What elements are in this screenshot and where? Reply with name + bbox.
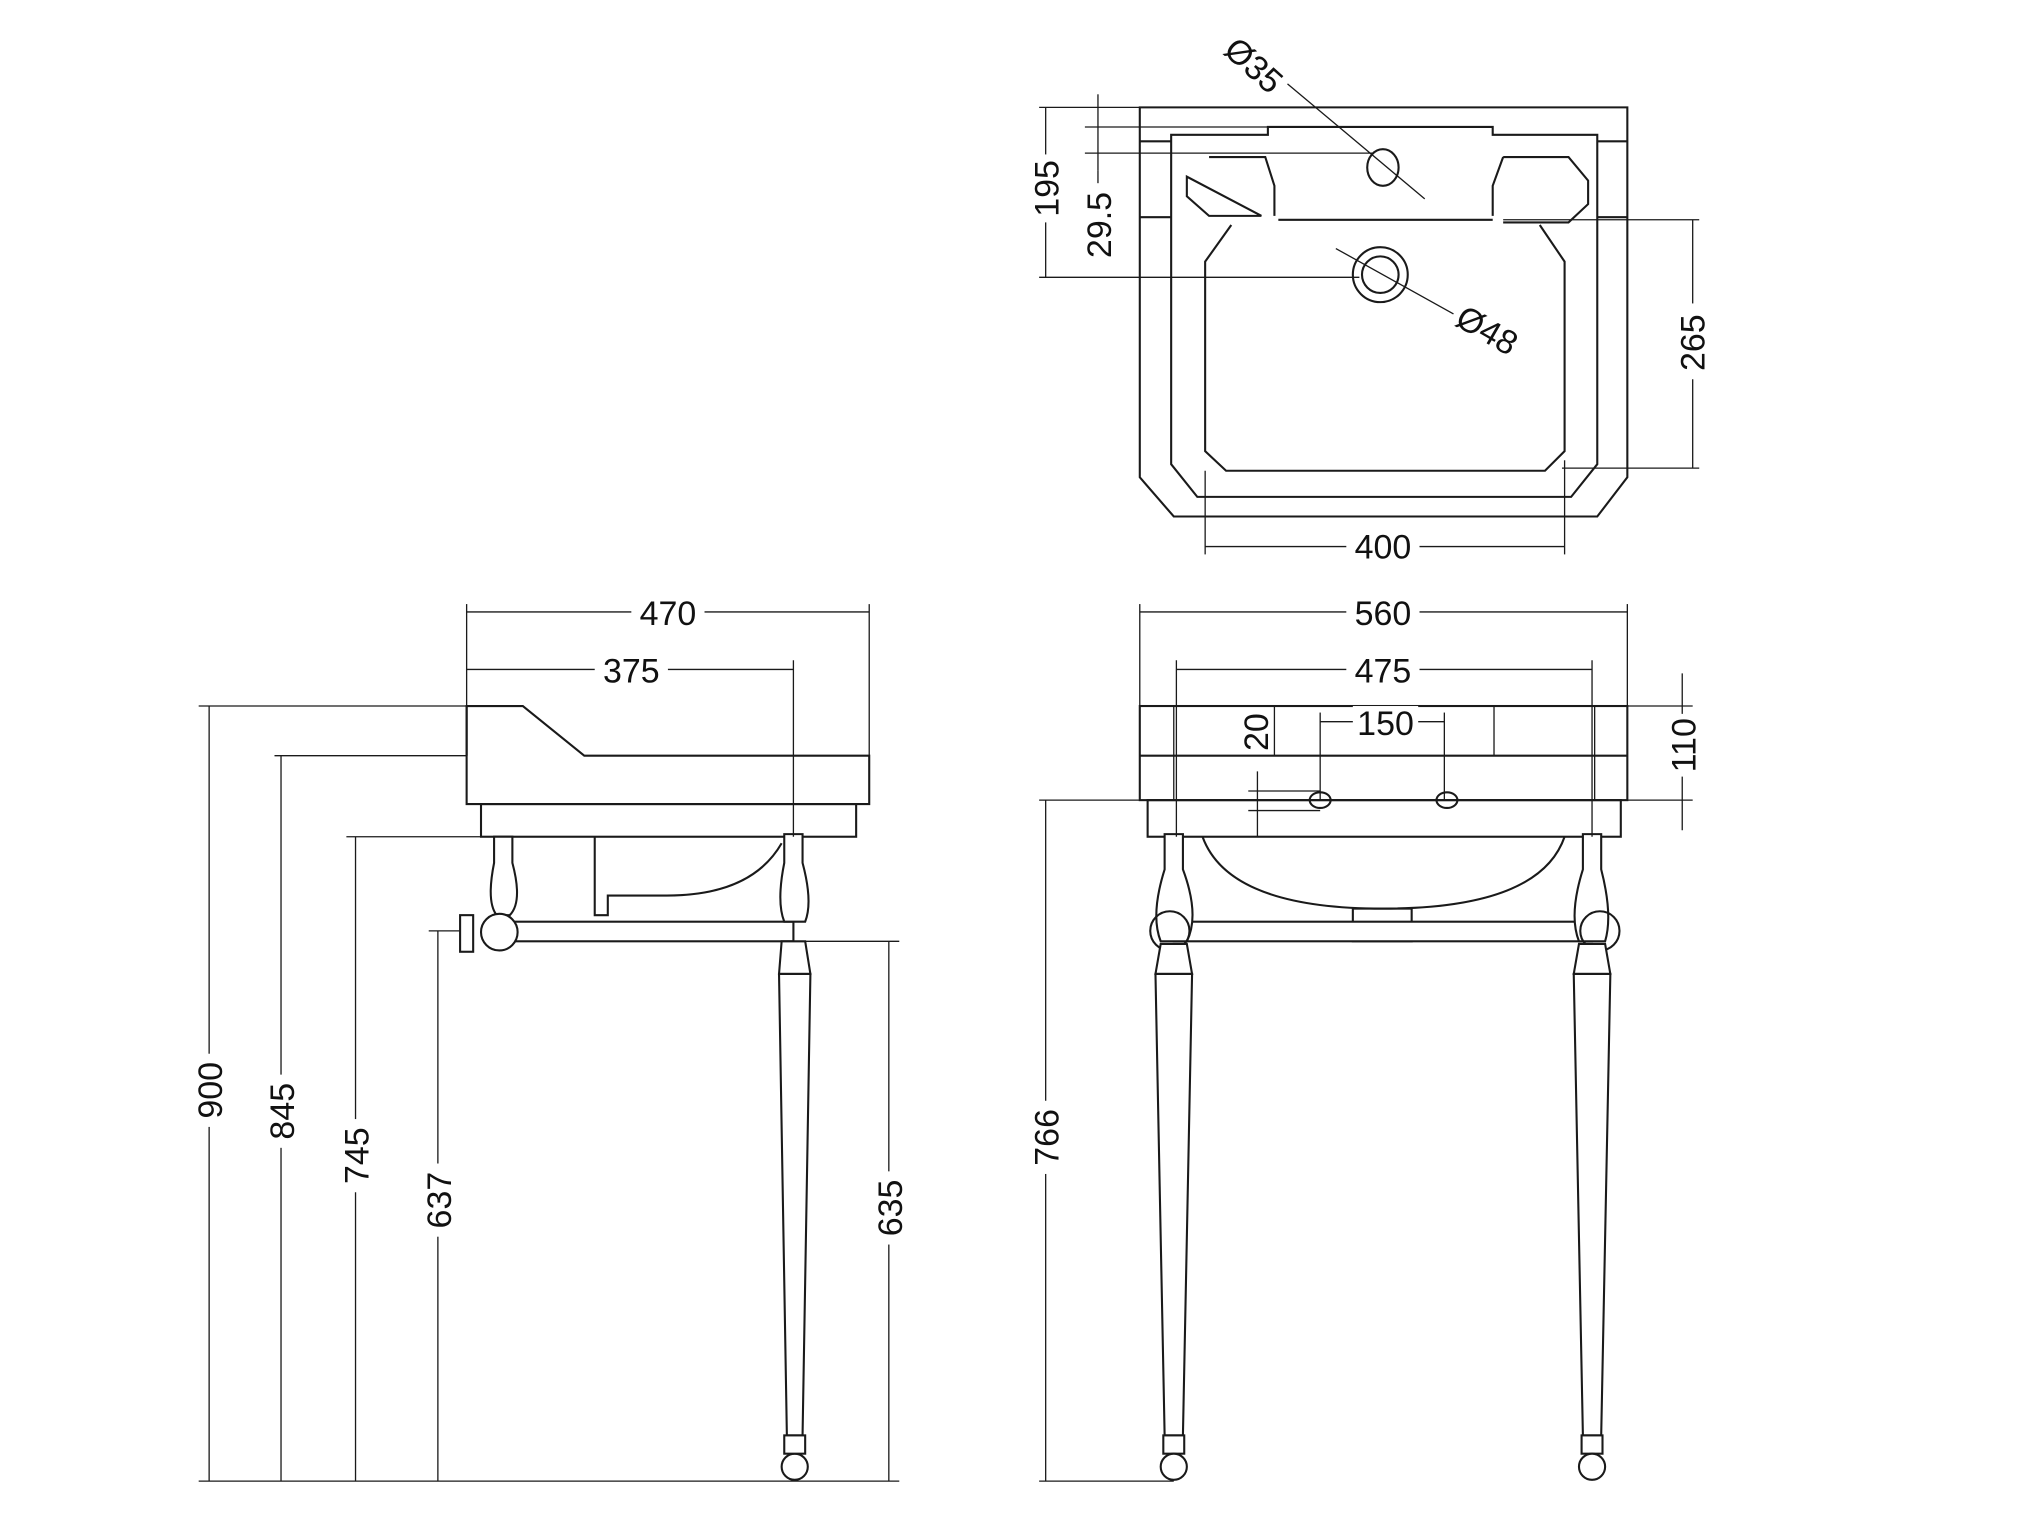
left-leg [1149, 833, 1194, 1481]
dim-265-label: 265 [1674, 314, 1712, 371]
side-view: 470 375 900 845 745 637 635 [189, 593, 910, 1482]
tap-hole-diameter-label: Ø35 [1217, 30, 1290, 101]
tap-hole-leader [1287, 83, 1426, 200]
basin-outer-outline [1138, 106, 1629, 518]
right-leg [1572, 833, 1621, 1481]
front-leg-collar [777, 940, 812, 976]
dim-470-label: 470 [640, 595, 697, 633]
towel-rail [491, 920, 795, 943]
dim-900-label: 900 [192, 1062, 230, 1119]
dim-766-label: 766 [1029, 1109, 1067, 1166]
dim-845-label: 845 [264, 1083, 302, 1140]
basin-rim-outline [1170, 125, 1599, 498]
top-view: 195 29.5 265 400 Ø35 Ø48 [1026, 30, 1712, 566]
tap-hole-icon [1366, 148, 1400, 187]
waste-leader [1335, 247, 1454, 315]
dim-150-label: 150 [1357, 705, 1414, 743]
waste-inner-circle [1360, 255, 1400, 295]
waste-valve-icon [479, 912, 519, 952]
dim-637-label: 637 [421, 1172, 459, 1229]
leg-foot [780, 1452, 809, 1481]
waste-diameter-label: Ø48 [1449, 298, 1524, 363]
front-leg-top [779, 833, 810, 923]
bowl-outline [1204, 224, 1566, 472]
basin-side-outline [465, 704, 871, 806]
dim-745-label: 745 [339, 1127, 377, 1184]
overflow-icon [1435, 791, 1459, 810]
dim-400-label: 400 [1355, 528, 1412, 566]
front-towel-rail [1172, 920, 1594, 943]
dim-110-label: 110 [1665, 718, 1703, 772]
rear-leg-bracket [489, 835, 519, 917]
bowl-front [1201, 836, 1566, 910]
basin-front-underside [1146, 799, 1622, 838]
basin-underside [479, 803, 858, 838]
dim-635-label: 635 [872, 1180, 910, 1237]
left-tap-pad [1185, 155, 1276, 217]
valve-handle [459, 914, 475, 953]
waste-outer-circle [1351, 246, 1409, 304]
front-view: 560 475 150 20 110 766 [1026, 593, 1703, 1482]
dim-195-label: 195 [1029, 160, 1067, 217]
bowl-side [593, 836, 783, 917]
dim-20-label: 20 [1238, 713, 1276, 751]
dim-475-label: 475 [1355, 652, 1412, 690]
dim-29-5-label: 29.5 [1081, 192, 1119, 258]
dim-560-label: 560 [1355, 595, 1412, 633]
dim-375-label: 375 [603, 652, 660, 690]
right-tap-pad [1491, 155, 1590, 224]
front-leg [777, 972, 812, 1437]
